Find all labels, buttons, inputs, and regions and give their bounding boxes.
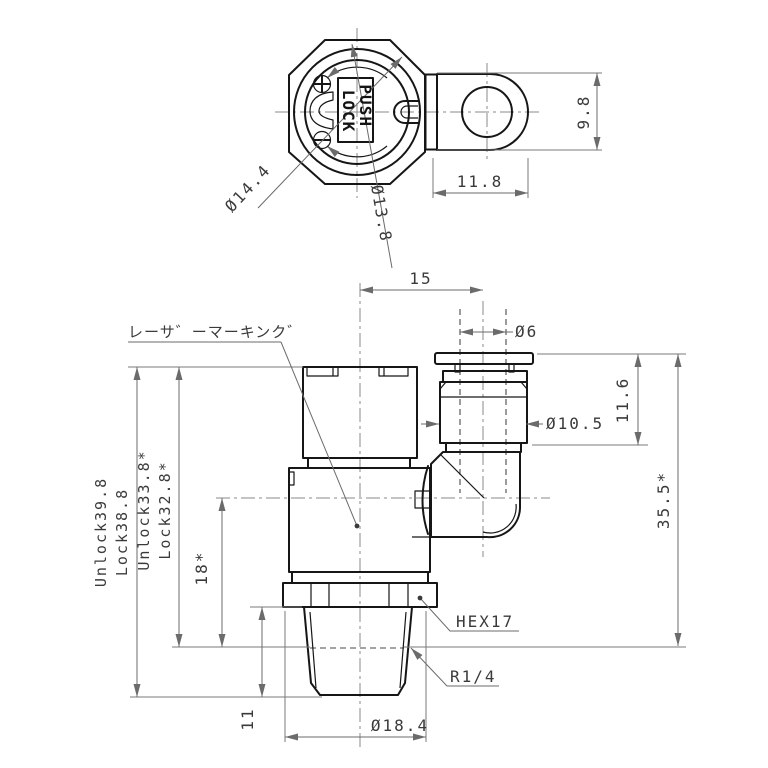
- release-ring-flange: [434, 352, 534, 365]
- marking-leader-dot: [354, 523, 360, 529]
- knob-skirt: [307, 457, 411, 469]
- rotate-arrow-bottom: [326, 145, 388, 158]
- height-lock-dim: Lock38.8: [113, 488, 131, 576]
- push-lock-button: [337, 77, 374, 143]
- hidden-bore-lines: [310, 309, 507, 649]
- overall-height-dim: 35.5*: [654, 471, 673, 529]
- thread-major-dia-dim: Ø18.4: [371, 716, 429, 735]
- hex-leader: [419, 597, 519, 632]
- hex-leader-dot: [417, 595, 423, 601]
- slotted-screw-icon: [312, 130, 332, 150]
- elbow-body: [414, 451, 522, 539]
- tab-width-dim: 11.8: [457, 172, 504, 191]
- push-lock-label: PUSH LOCK: [339, 84, 375, 137]
- release-collar: [442, 370, 528, 383]
- dia-outer-label: Ø14.4: [221, 160, 275, 216]
- center-height-dim: 18*: [192, 551, 211, 586]
- knob-octagon-outline: [288, 39, 426, 185]
- front-view: [282, 352, 534, 696]
- rotate-arrow-top: [326, 66, 388, 79]
- thread-leader: [410, 647, 499, 687]
- knob-inner-circle: [304, 59, 410, 165]
- unlock-symbol: [309, 91, 334, 130]
- annotations: Ø14.4 Ø13.8 9.8 11.8 PUSH LOCK 15 Ø6 11.…: [92, 84, 673, 735]
- leader-lines: [128, 341, 519, 687]
- side-boss-arc: [421, 465, 429, 535]
- height-unlock-dim: Unlock39.8: [92, 477, 110, 587]
- height-lock2-dim: Lock32.8*: [156, 460, 174, 559]
- tab-height-dim: 9.8: [574, 95, 593, 130]
- hex-label: HEX17: [456, 612, 514, 631]
- push-in-port: [434, 352, 534, 453]
- dia-inner-label: Ø13.8: [367, 183, 396, 244]
- taper-thread: [303, 606, 413, 696]
- port-offset-dim: 15: [409, 269, 432, 288]
- tab-bore-circle: [461, 86, 513, 138]
- dimension-lines: [133, 43, 682, 741]
- tube-dia-dim: Ø6: [515, 322, 538, 341]
- side-boss-tab: [414, 490, 432, 509]
- phillips-screw-icon: [312, 74, 332, 94]
- laser-marking-note: レーサ゛ーマーキンク゛: [128, 323, 303, 341]
- keyway-slot: [393, 100, 419, 124]
- side-tab-outline: [436, 73, 529, 151]
- thread-label: R1/4: [450, 667, 497, 686]
- thread-length-dim: 11: [238, 707, 257, 730]
- extension-lines: [128, 72, 686, 742]
- top-view: [288, 39, 529, 185]
- release-height-dim: 11.6: [613, 377, 632, 424]
- marking-leader: [280, 341, 358, 527]
- centerlines: [216, 28, 550, 748]
- tab-neck: [424, 73, 438, 151]
- port-dia-dim: Ø10.5: [546, 414, 604, 433]
- height-unlock2-dim: Unlock33.8*: [135, 449, 153, 570]
